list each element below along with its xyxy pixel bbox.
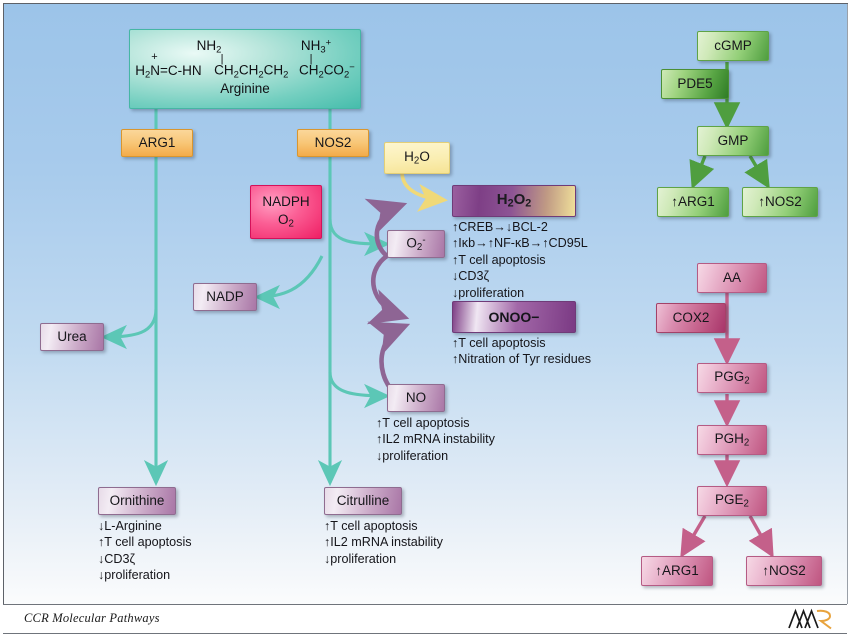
pge2-label: PGE2 — [715, 491, 749, 510]
formula-nh3-label: NH3+ — [300, 37, 332, 56]
h2o2-label: H2O2 — [496, 190, 532, 210]
annot-line: ↑T cell apoptosis — [324, 519, 418, 533]
figure-footer: CCR Molecular Pathways — [3, 604, 847, 634]
annotation-ornithine: ↓L-Arginine ↑T cell apoptosis ↓CD3ζ ↓pro… — [98, 518, 192, 584]
node-pgg2[interactable]: PGG2 — [697, 363, 767, 393]
annot-line: ↑IL2 mRNA instability — [376, 432, 495, 447]
node-aa[interactable]: AA — [697, 263, 767, 293]
annotation-no: ↑T cell apoptosis ↑IL2 mRNA instability … — [376, 415, 495, 464]
aacr-logo — [788, 608, 832, 630]
node-nos2[interactable]: NOS2 — [297, 129, 369, 157]
pgh2-label: PGH2 — [714, 430, 750, 449]
node-green-nos2[interactable]: ↑NOS2 — [742, 187, 818, 217]
annot-line: ↑IL2 mRNA instability — [324, 535, 443, 550]
annot-line: ↓proliferation — [324, 551, 397, 566]
annotation-citrulline: ↑T cell apoptosis ↑IL2 mRNA instability … — [324, 518, 443, 567]
node-green-arg1[interactable]: ↑ARG1 — [657, 187, 729, 217]
node-arg1[interactable]: ARG1 — [121, 129, 193, 157]
arginine-banner: NH2 NH3+ | | + H2N=C-HN CH2CH2CH2 — [129, 29, 361, 109]
node-nadp[interactable]: NADP — [193, 283, 257, 311]
footer-label: CCR Molecular Pathways — [24, 611, 160, 625]
annot-line: ↑T cell apoptosis — [98, 535, 192, 550]
node-onoo[interactable]: ONOO− — [452, 301, 576, 333]
nadph-label: NADPH — [262, 194, 310, 210]
h2o-label: H2O — [404, 148, 430, 167]
node-pde5[interactable]: PDE5 — [661, 69, 729, 99]
superoxide-label: O2- — [406, 234, 426, 253]
node-h2o2[interactable]: H2O2 — [452, 185, 576, 217]
node-ornithine[interactable]: Ornithine — [98, 487, 176, 515]
annot-line: ↓CD3ζ — [98, 551, 136, 566]
pgg2-label: PGG2 — [714, 368, 750, 387]
annot-line: ↑Nitration of Tyr residues — [452, 352, 592, 367]
node-nadph-o2[interactable]: NADPH O2 — [250, 185, 322, 239]
node-gmp[interactable]: GMP — [697, 126, 769, 156]
node-superoxide[interactable]: O2- — [387, 230, 445, 258]
node-pgh2[interactable]: PGH2 — [697, 425, 767, 455]
arginine-formula: NH2 NH3+ | | + H2N=C-HN CH2CH2CH2 — [130, 38, 360, 100]
annot-line: ↑T cell apoptosis — [452, 336, 546, 350]
node-pge2[interactable]: PGE2 — [697, 486, 767, 516]
annot-line: ↑Iκb→↑NF-κB→↑CD95L — [452, 236, 588, 251]
arginine-name: Arginine — [220, 81, 270, 96]
annot-line: ↓CD3ζ — [452, 269, 490, 284]
annot-line: ↑CREB→↓BCL-2 — [452, 220, 548, 234]
node-cgmp[interactable]: cGMP — [697, 31, 769, 61]
node-no[interactable]: NO — [387, 384, 445, 412]
annot-line: ↓proliferation — [98, 568, 171, 583]
annotation-h2o2: ↑CREB→↓BCL-2 ↑Iκb→↑NF-κB→↑CD95L ↑T cell … — [452, 219, 588, 301]
annotation-onoo: ↑T cell apoptosis ↑Nitration of Tyr resi… — [452, 335, 591, 368]
annot-line: ↓L-Arginine — [98, 519, 162, 533]
diagram-panel: NH2 NH3+ | | + H2N=C-HN CH2CH2CH2 — [3, 3, 848, 604]
node-citrulline[interactable]: Citrulline — [324, 487, 402, 515]
annot-line: ↓proliferation — [376, 448, 449, 463]
node-h2o[interactable]: H2O — [384, 142, 450, 174]
annot-line: ↑T cell apoptosis — [376, 416, 470, 430]
formula-main-chain: + H2N=C-HN CH2CH2CH2 CH2CO2− — [135, 50, 355, 81]
annot-line: ↑T cell apoptosis — [452, 252, 546, 267]
node-pink-nos2[interactable]: ↑NOS2 — [746, 556, 822, 586]
formula-nh2-label: NH2 — [196, 37, 222, 56]
h2o-arrow — [400, 171, 448, 212]
o2-label: O2 — [278, 211, 294, 230]
node-pink-arg1[interactable]: ↑ARG1 — [641, 556, 713, 586]
node-cox2[interactable]: COX2 — [656, 303, 726, 333]
formula-bond-right: | — [309, 53, 313, 65]
node-urea[interactable]: Urea — [40, 323, 104, 351]
annot-line: ↓proliferation — [452, 285, 525, 300]
